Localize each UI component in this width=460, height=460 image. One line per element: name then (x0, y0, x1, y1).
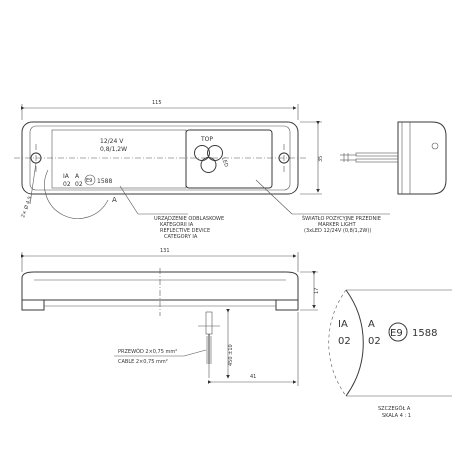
cable-line1: PRZEWÓD 2×0,75 mm² (118, 348, 177, 355)
detail-approval: 1588 (412, 328, 437, 339)
dim-height-side: 17 (314, 288, 320, 294)
detail-ref: A (112, 196, 117, 204)
callout-reflex: URZĄDZENIE ODBLASKOWE KATEGORII IA REFLE… (119, 185, 224, 240)
end-housing (397, 121, 447, 195)
end-cable-2 (355, 158, 399, 163)
reflex-line1: URZĄDZENIE ODBLASKOWE (154, 216, 224, 222)
detail-a: IA A 02 02 E9 1588 SZCZEGÓŁ A SKALA 4 : … (328, 289, 452, 419)
dim-width-top: 115 (152, 100, 162, 106)
marker-line3: (3xLED 12/24V (0,8/1,2W)) (304, 228, 371, 234)
marker-line2: MARKER LIGHT (318, 222, 357, 228)
led-label: LED (220, 157, 229, 168)
top-view: TOP LED 12/24 V 0,8/1,2W IA A 02 02 E9 1… (14, 100, 324, 219)
foot-right (275, 300, 299, 311)
mark-02-left: 02 (63, 181, 71, 188)
mark-ia: IA (63, 173, 70, 180)
reflex-line2: KATEGORII IA (160, 222, 194, 228)
cable-line2: CABLE 2×0,75 mm² (118, 359, 168, 365)
approval-number: 1588 (97, 178, 112, 185)
detail-mark-a: A (368, 319, 375, 330)
reflex-line4: CATEGORY IA (164, 234, 198, 240)
rating-voltage: 12/24 V (100, 138, 124, 145)
detail-e-mark-circle (388, 322, 408, 342)
mark-02-right: 02 (75, 181, 83, 188)
callout-marker: ŚWIATŁO POZYCYJNE PRZEDNIE MARKER LIGHT … (255, 179, 390, 234)
dim-cable-offset: 41 (250, 374, 256, 380)
led-cluster (194, 145, 223, 173)
detail-e-mark: E9 (390, 328, 403, 339)
reflex-line3: REFLECTIVE DEVICE (160, 228, 210, 234)
dim-width-side: 131 (160, 248, 170, 254)
detail-mark-02-left: 02 (338, 336, 351, 347)
foot-left (21, 300, 45, 311)
dim-cable-length: 450 ±10 (228, 344, 234, 366)
top-label: TOP (200, 136, 213, 143)
detail-mark-ia: IA (338, 319, 348, 330)
end-view (340, 121, 447, 195)
detail-arc (345, 289, 364, 397)
detail-mark-02-right: 02 (368, 336, 381, 347)
end-cable-1 (355, 152, 399, 157)
cable-grommet (205, 311, 213, 335)
side-housing (21, 271, 299, 301)
e-mark-circle (84, 174, 96, 186)
marker-line1: ŚWIATŁO POZYCYJNE PRZEDNIE (302, 215, 381, 222)
side-view: 131 17 450 ±10 41 (21, 248, 320, 386)
dim-height-top: 35 (318, 156, 324, 162)
detail-caption-2: SKALA 4 : 1 (382, 413, 411, 419)
mark-a: A (75, 173, 80, 180)
detail-a-circle (44, 169, 109, 219)
callout-cable: PRZEWÓD 2×0,75 mm² CABLE 2×0,75 mm² (114, 348, 207, 365)
hole-dimension: 2× Ø 4.5 (19, 195, 33, 218)
rating-power: 0,8/1,2W (100, 146, 127, 153)
lens-window (185, 129, 273, 189)
e-mark: E9 (86, 178, 92, 184)
detail-caption-1: SZCZEGÓŁ A (378, 405, 411, 412)
